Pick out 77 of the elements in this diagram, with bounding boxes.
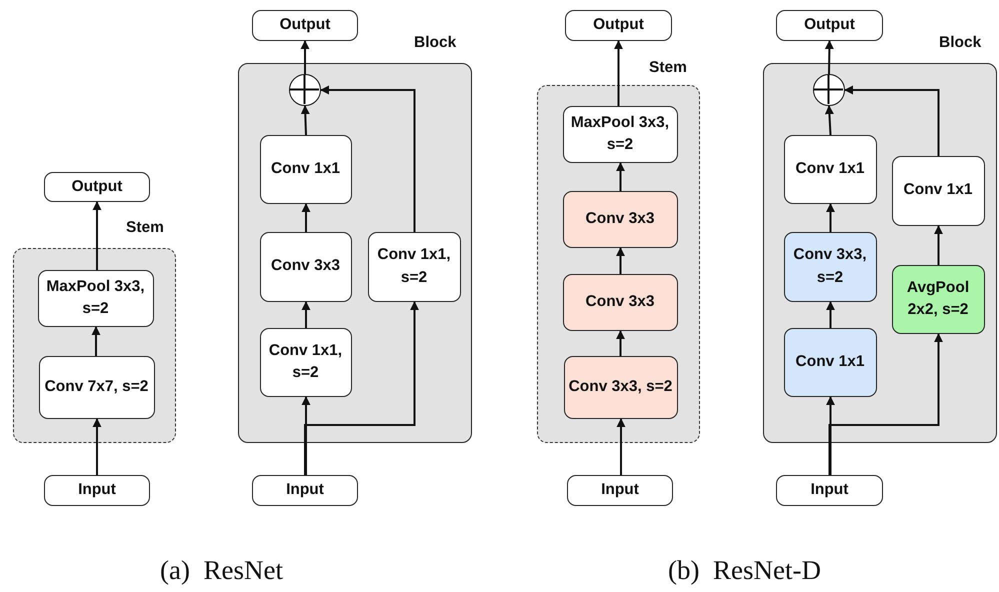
- layer-box: [567, 475, 673, 506]
- layer-label: Conv 1x1: [271, 158, 340, 179]
- layer-label: Output: [804, 15, 855, 36]
- arrow: [616, 330, 625, 356]
- arrow: [826, 396, 835, 475]
- layer-label: Conv 3x3: [271, 256, 340, 276]
- layer-label: Input: [601, 480, 639, 500]
- layer-label: Conv 3x3: [586, 208, 654, 229]
- layer-box: [784, 134, 876, 204]
- layer-label: Conv 3x3, s=2: [792, 245, 868, 288]
- layer-label: Conv 3x3: [586, 292, 654, 312]
- layer-box: [260, 232, 352, 302]
- layer-box: [44, 475, 150, 506]
- layer-box: [892, 156, 984, 226]
- layer-box: [368, 232, 460, 302]
- arrow: [844, 86, 940, 156]
- layer-label: Conv 1x1: [796, 158, 864, 179]
- layer-label: Output: [72, 176, 122, 197]
- arrow: [934, 225, 943, 265]
- arrow: [92, 418, 102, 475]
- arrow: [300, 40, 310, 74]
- arrow: [302, 203, 310, 232]
- arrow: [304, 301, 419, 475]
- arrow: [826, 301, 835, 328]
- layer-label: MaxPool 3x3, s=2: [45, 276, 146, 319]
- layer-box: [38, 356, 154, 418]
- arrow: [616, 162, 625, 191]
- layer-box: [784, 232, 876, 302]
- group-heading: Block: [414, 34, 456, 52]
- layer-label: Conv 1x1, s=2: [268, 340, 344, 383]
- layer-label: Conv 1x1: [796, 352, 864, 372]
- layer-box: [562, 106, 678, 162]
- layer-label: Conv 1x1, s=2: [376, 245, 452, 288]
- arrow: [300, 105, 310, 136]
- panel-caption: (b) ResNet-D: [668, 555, 821, 586]
- layer-box: [252, 475, 358, 506]
- layer-box: [892, 264, 984, 334]
- layer-box: [562, 190, 678, 248]
- layer-box: [564, 356, 678, 418]
- panel-caption: (a) ResNet: [160, 555, 283, 586]
- arrow: [616, 418, 626, 475]
- layer-box: [776, 475, 883, 506]
- group-heading: Stem: [126, 219, 164, 237]
- layer-label: Input: [78, 480, 116, 500]
- layer-label: Conv 7x7, s=2: [44, 376, 148, 397]
- layer-box: [565, 10, 672, 41]
- arrow: [824, 105, 834, 136]
- arrow: [614, 40, 623, 106]
- sum-circle: [288, 74, 320, 106]
- layer-label: Output: [593, 15, 644, 36]
- arrow: [302, 301, 310, 328]
- layer-label: Input: [810, 480, 848, 500]
- layer-label: MaxPool 3x3, s=2: [570, 112, 670, 155]
- arrow: [92, 201, 102, 270]
- layer-label: Output: [280, 15, 330, 36]
- layer-label: Conv 3x3, s=2: [568, 376, 672, 397]
- layer-box: [252, 10, 358, 41]
- layer-box: [44, 172, 150, 202]
- layer-label: Input: [286, 480, 324, 500]
- arrow: [302, 396, 310, 475]
- layer-box: [260, 134, 352, 204]
- arrow: [828, 333, 943, 475]
- group-heading: Block: [939, 34, 982, 52]
- layer-box: [38, 270, 154, 326]
- layer-label: AvgPool 2x2, s=2: [906, 278, 970, 320]
- layer-box: [776, 10, 883, 41]
- layer-box: [562, 274, 678, 330]
- arrow: [616, 247, 625, 274]
- arrow: [92, 326, 100, 356]
- arrow: [320, 86, 416, 232]
- arrow: [824, 40, 834, 74]
- arrow: [826, 203, 835, 232]
- layer-box: [260, 328, 352, 396]
- layer-label: Conv 1x1: [904, 180, 972, 200]
- group-heading: Stem: [649, 59, 687, 77]
- sum-circle: [812, 74, 844, 106]
- layer-box: [784, 328, 876, 396]
